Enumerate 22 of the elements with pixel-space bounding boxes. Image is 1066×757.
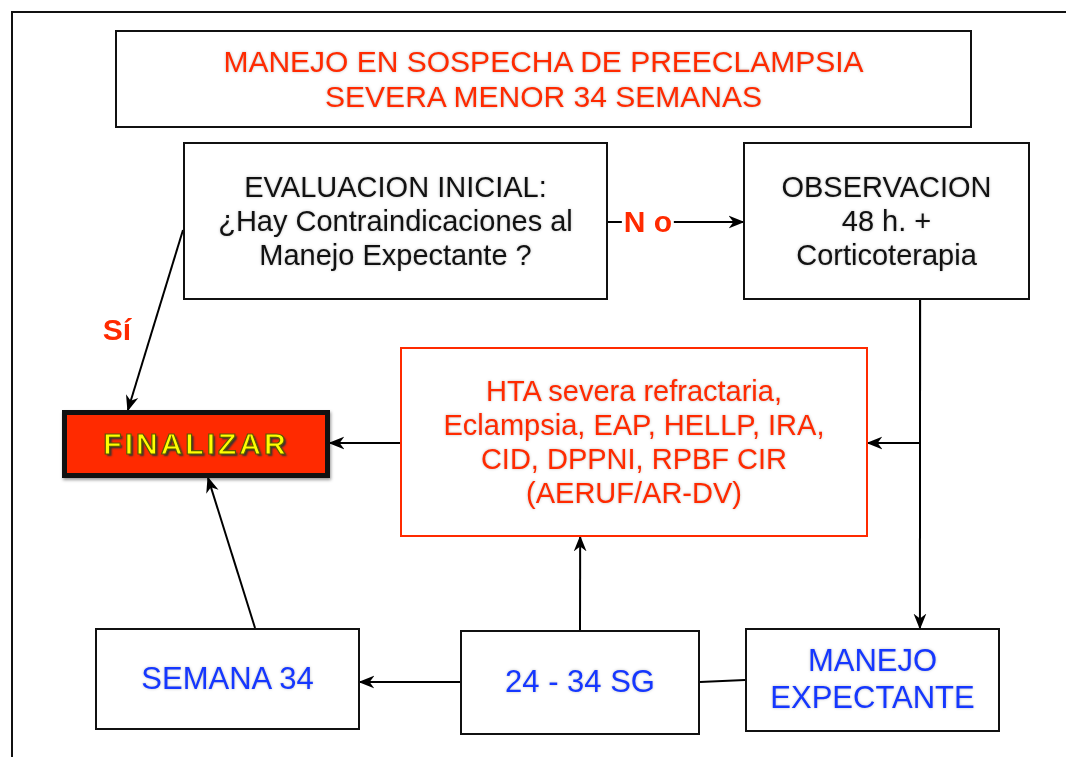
- arrow: [206, 476, 257, 629]
- criteria-box: [400, 347, 868, 537]
- process-box: [460, 630, 700, 735]
- node-text: 24 - 34 SG: [505, 664, 655, 701]
- node-text: HTA severa refractaria, Eclampsia, EAP, HELLP, IRA, CID, DPPNI, RPBF CIR (AERUF/AR-DV): [442, 373, 826, 511]
- connector-line: [699, 679, 746, 683]
- process-box: [745, 628, 1000, 732]
- node-text: EVALUACION INICIAL:: [244, 169, 547, 204]
- node-text: OBSERVACION 48 h. + Corticoterapia: [780, 169, 993, 273]
- arrow: [573, 535, 587, 631]
- process-box: [95, 628, 360, 730]
- process-box: [743, 142, 1030, 300]
- arrow: [328, 436, 401, 450]
- node-text: FINALIZAR: [102, 426, 290, 463]
- arrow: [126, 229, 184, 412]
- title-box: [115, 30, 972, 128]
- end-box: [62, 410, 330, 478]
- title-text: MANEJO EN SOSPECHA DE PREECLAMPSIA SEVERA MENOR 34 SEMANAS: [222, 43, 865, 115]
- node-text: ¿Hay Contraindicaciones al Manejo Expectante ?: [217, 203, 574, 273]
- node-text: SEMANA 34: [141, 660, 314, 698]
- node-text: MANEJO EXPECTANTE: [769, 643, 976, 717]
- process-box: [183, 142, 608, 300]
